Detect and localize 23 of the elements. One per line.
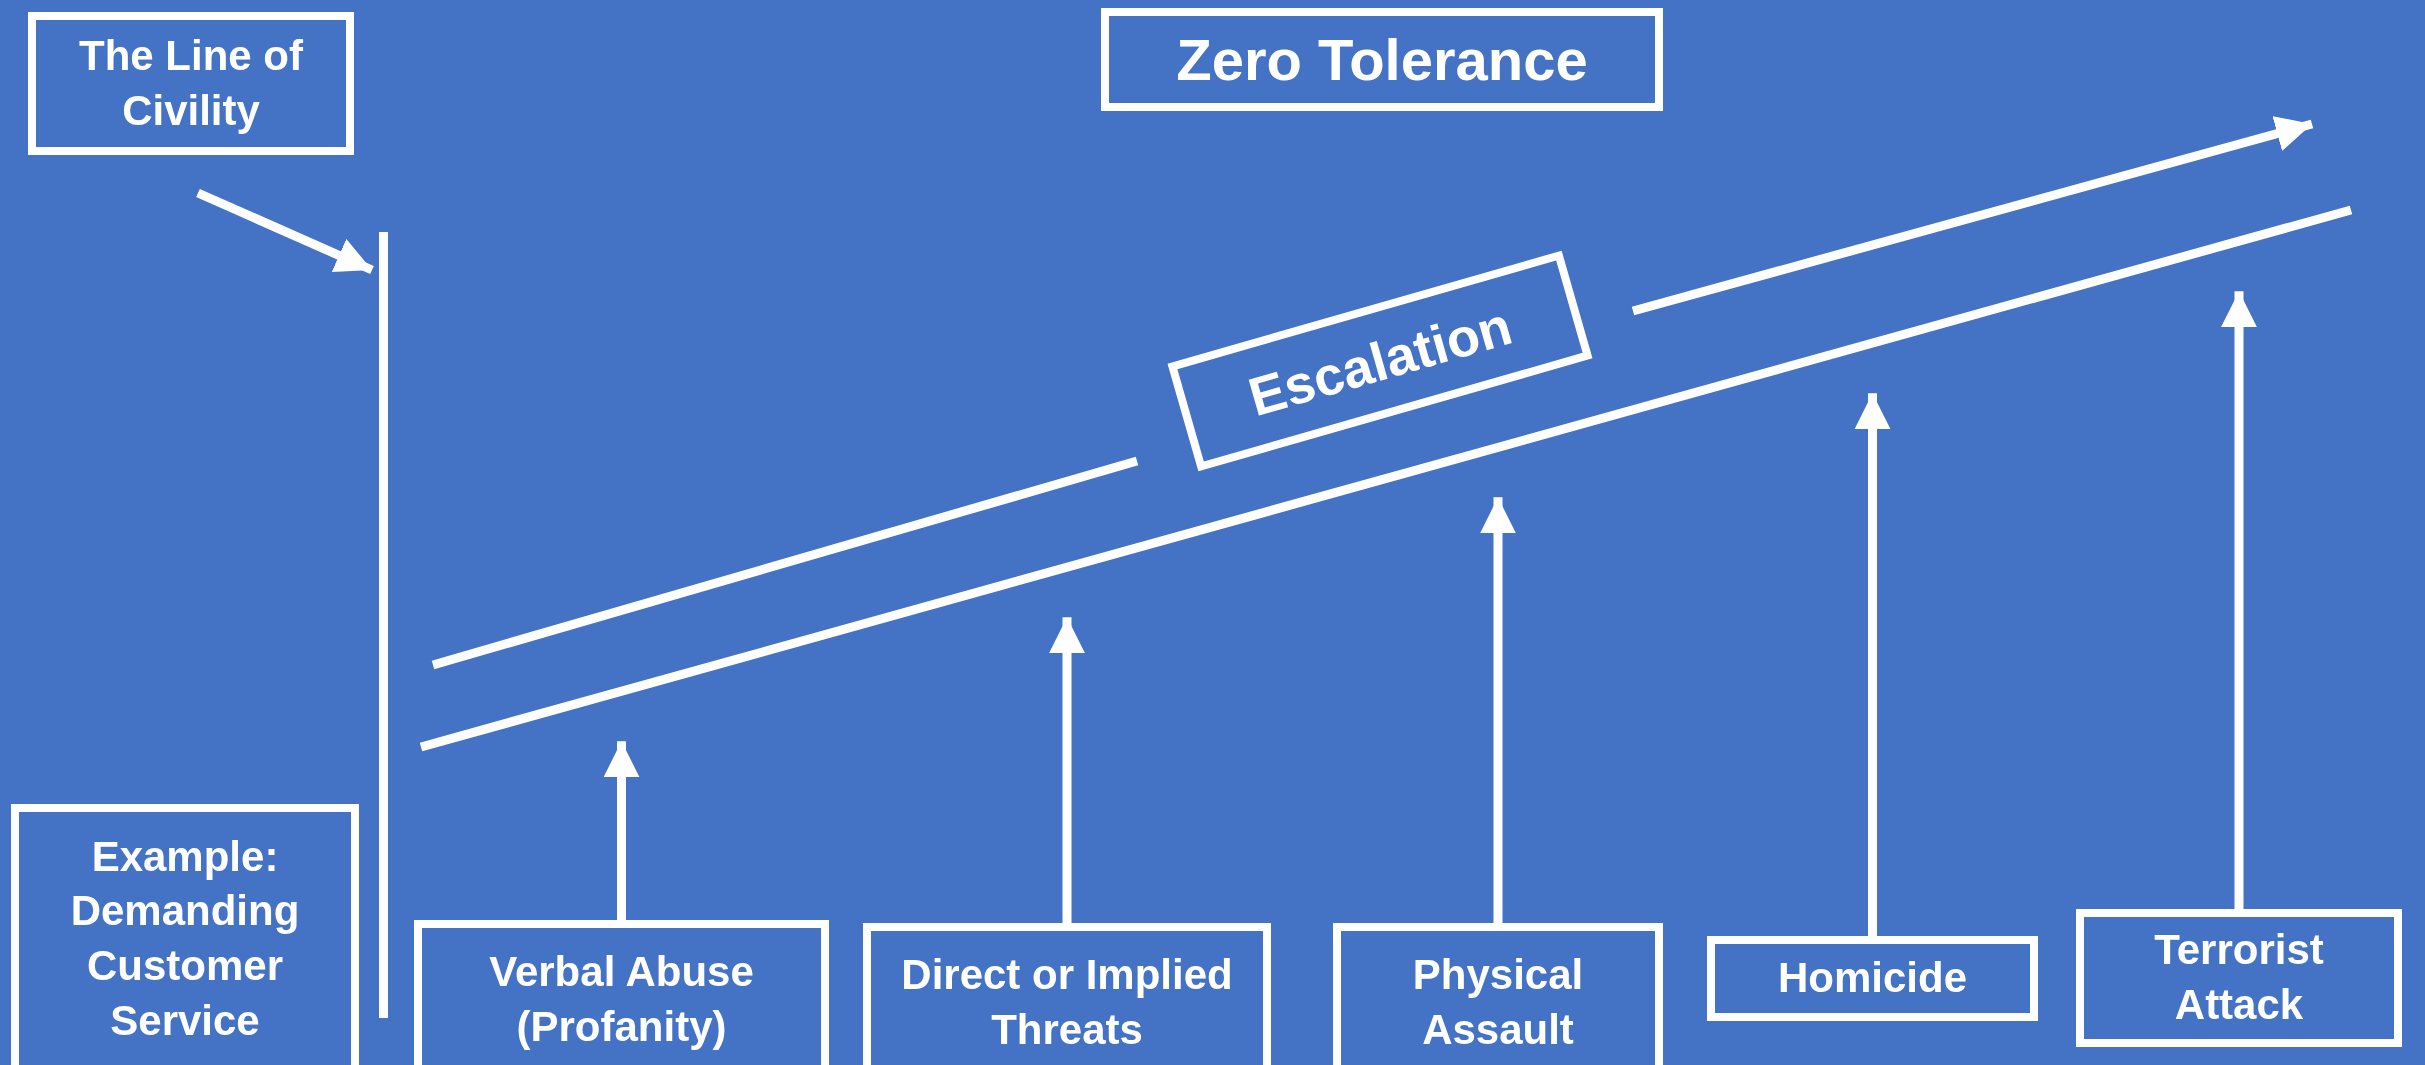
arrow [2221, 291, 2257, 909]
stage-box [2076, 909, 2402, 1047]
arrow [1480, 497, 1516, 923]
stage-box [1707, 936, 2038, 1021]
heading-box [1101, 8, 1663, 111]
arrow [1049, 617, 1085, 923]
box-label: Terrorist Attack [2153, 925, 2325, 1030]
box-label: Zero Tolerance [1176, 25, 1588, 94]
box-label: Physical Assault [1411, 950, 1585, 1055]
stage-box [1333, 923, 1663, 1065]
arrow [196, 188, 374, 275]
box-label: Direct or Implied Threats [900, 950, 1234, 1055]
escalation-line [419, 205, 2353, 752]
arrow [1854, 393, 1891, 936]
box-label: The Line of Civility [78, 30, 304, 136]
stage-box [414, 920, 829, 1065]
label-box [11, 804, 359, 1065]
box-label: Homicide [1777, 953, 1967, 1004]
box-label: Verbal Abuse (Profanity) [488, 947, 755, 1052]
label-box [28, 12, 354, 155]
arrow [603, 741, 640, 920]
box-label: Example: Demanding Customer Service [69, 831, 301, 1046]
stage-box [863, 923, 1271, 1065]
